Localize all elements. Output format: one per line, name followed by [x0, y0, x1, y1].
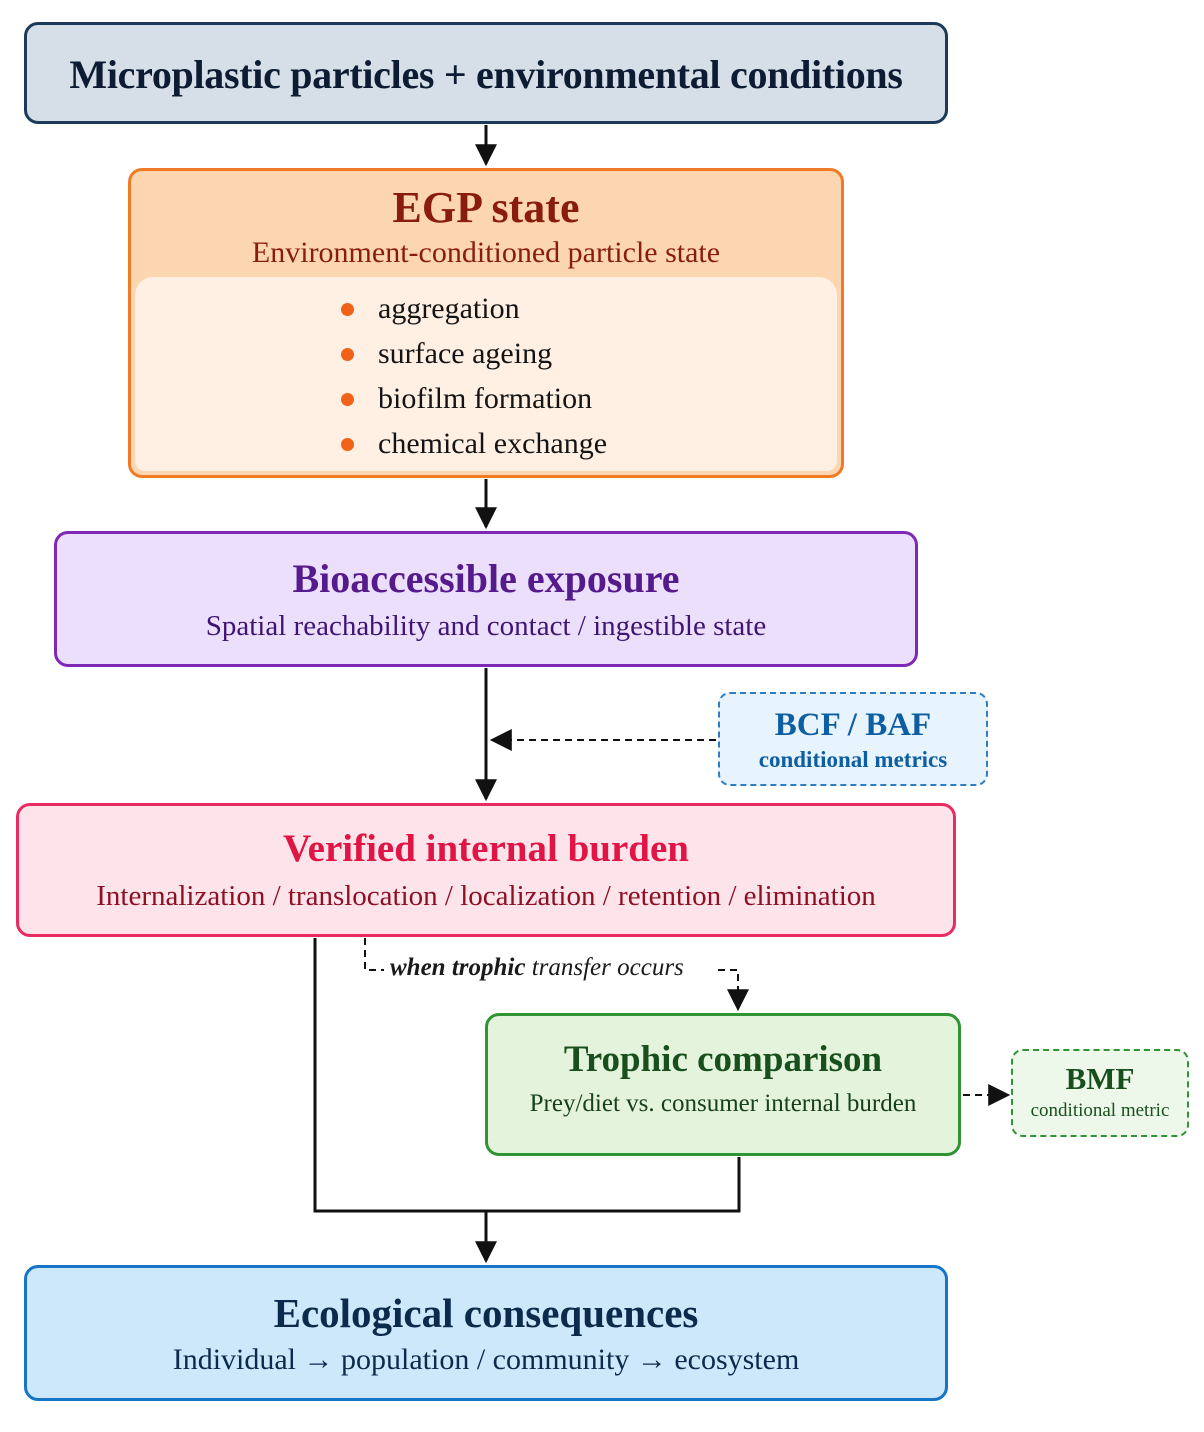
list-item: aggregation: [341, 289, 607, 334]
bullet-icon: [341, 302, 354, 316]
trophic-subtitle: Prey/diet vs. consumer internal burden: [529, 1090, 917, 1117]
dashed-arrow-trophic-right: [718, 969, 749, 1012]
trophic-comparison-box: Trophic comparison Prey/diet vs. consume…: [485, 1013, 961, 1156]
bioaccessible-title: Bioaccessible exposure: [292, 556, 680, 601]
egp-process-list: aggregation surface ageing biofilm forma…: [341, 289, 607, 469]
egp-item-label: aggregation: [378, 292, 520, 325]
bcf-baf-subtitle: conditional metrics: [758, 747, 948, 772]
trophic-transfer-note: when trophic transfer occurs: [390, 953, 684, 983]
bcf-baf-box: BCF / BAF conditional metrics: [718, 692, 988, 786]
egp-title: EGP state: [392, 183, 580, 232]
internal-burden-box: Verified internal burden Internalization…: [16, 803, 956, 937]
bullet-icon: [341, 437, 354, 451]
list-item: chemical exchange: [341, 424, 607, 469]
trophic-title: Trophic comparison: [563, 1039, 883, 1080]
ecological-consequences-box: Ecological consequences Individual → pop…: [24, 1265, 948, 1401]
input-box: Microplastic particles + environmental c…: [24, 22, 948, 124]
burden-title: Verified internal burden: [283, 827, 689, 870]
bcf-baf-title: BCF / BAF: [774, 707, 932, 743]
dashed-line-trophic-left: [364, 938, 384, 971]
egp-subtitle: Environment-conditioned particle state: [251, 236, 721, 269]
trophic-note-rest: transfer occurs: [525, 954, 684, 981]
egp-process-panel: aggregation surface ageing biofilm forma…: [135, 277, 837, 471]
burden-subtitle: Internalization / translocation / locali…: [96, 880, 876, 912]
bioaccessible-subtitle: Spatial reachability and contact / inges…: [205, 610, 767, 642]
bullet-icon: [341, 392, 354, 406]
list-item: surface ageing: [341, 334, 607, 379]
egp-item-label: surface ageing: [378, 337, 553, 370]
bullet-icon: [341, 347, 354, 361]
line-burden-to-merge: [313, 938, 741, 1213]
ecological-title: Ecological consequences: [273, 1290, 699, 1336]
egp-state-box: EGP state Environment-conditioned partic…: [128, 168, 844, 478]
bmf-box: BMF conditional metric: [1011, 1049, 1189, 1137]
bmf-subtitle: conditional metric: [1030, 1100, 1170, 1121]
bioaccessible-exposure-box: Bioaccessible exposure Spatial reachabil…: [54, 531, 918, 667]
list-item: biofilm formation: [341, 379, 607, 424]
egp-item-label: biofilm formation: [378, 382, 593, 415]
ecological-subtitle: Individual → population / community → ec…: [172, 1343, 800, 1376]
trophic-note-bold: when trophic: [390, 954, 526, 981]
bmf-title: BMF: [1065, 1061, 1135, 1096]
input-label: Microplastic particles + environmental c…: [69, 52, 903, 97]
egp-item-label: chemical exchange: [378, 427, 608, 460]
